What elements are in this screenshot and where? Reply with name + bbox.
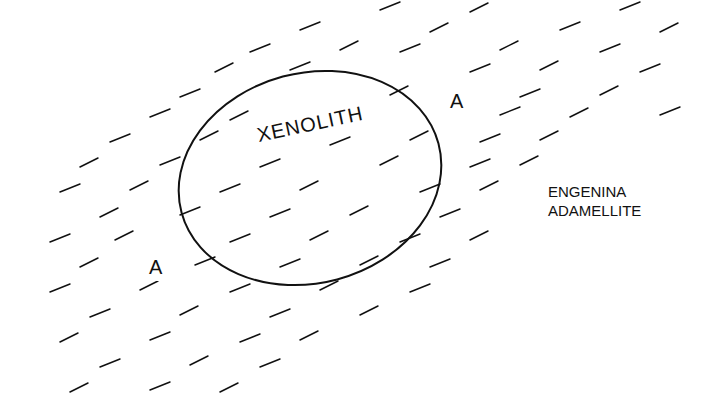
node-label: XENOLITH [252, 102, 368, 147]
rock-name: ENGENINA ADAMELLITE [545, 182, 669, 222]
point-label: A [447, 88, 466, 115]
xenolith-outline [154, 42, 465, 314]
xenolith-outline: XENOLITH [175, 70, 445, 286]
point-label: A [146, 254, 165, 281]
foliation-dashes [50, 2, 680, 392]
xenolith-outline [175, 70, 445, 286]
